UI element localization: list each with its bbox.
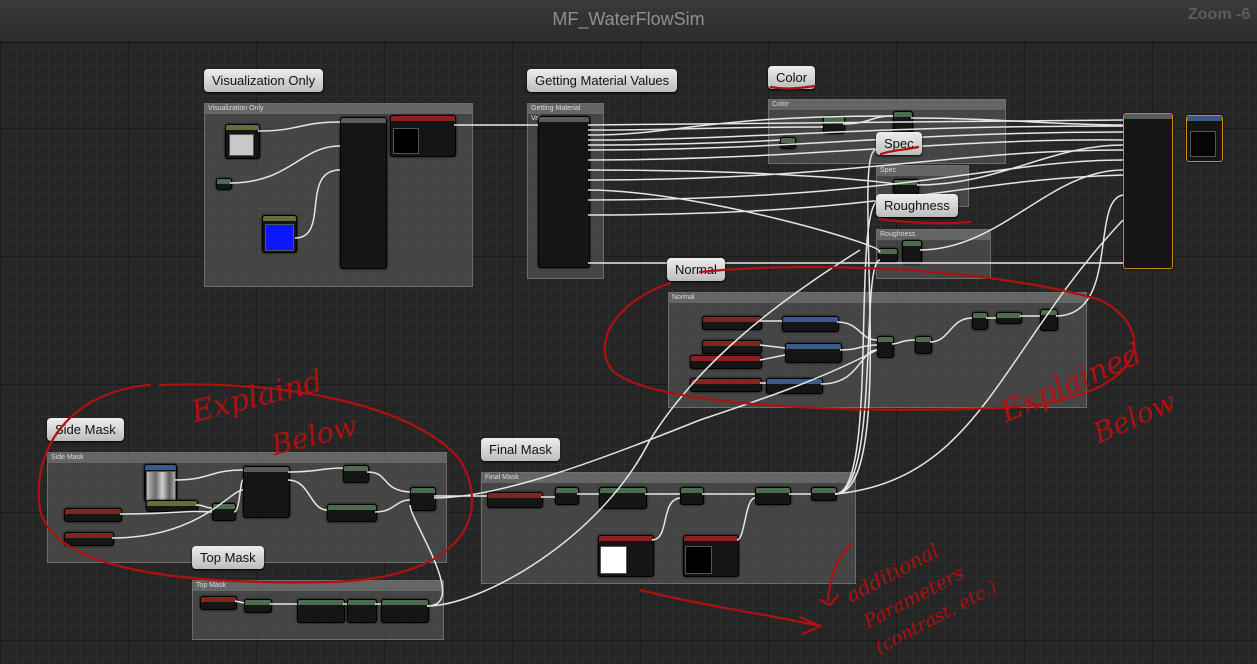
comment-header: Spec: [877, 166, 968, 176]
blue-vector-node[interactable]: [262, 215, 297, 253]
final-clamp-node[interactable]: [599, 487, 647, 509]
input-world-position-final-node[interactable]: [487, 492, 543, 508]
comment-final-mask[interactable]: Final Mask: [481, 472, 856, 584]
normal-blend-node[interactable]: [996, 312, 1022, 324]
output-preview-swatch: [1190, 131, 1216, 157]
color-node-a[interactable]: [780, 137, 796, 149]
black-mask-swatch: [685, 546, 712, 574]
input-side-flow-size-node[interactable]: [64, 508, 122, 522]
scalar-node[interactable]: [216, 178, 232, 190]
roughness-node-a[interactable]: [878, 248, 898, 262]
top-mask-node-b[interactable]: [297, 599, 345, 623]
comment-header: Color: [769, 100, 1005, 110]
black-preview-swatch: [393, 128, 419, 154]
zoom-level: Zoom -6: [1188, 6, 1251, 23]
input-material-node[interactable]: [390, 115, 456, 157]
normal-lerp-node-a[interactable]: [877, 336, 894, 358]
blue-color-swatch: [265, 224, 294, 251]
bubble-color[interactable]: Color: [768, 66, 816, 89]
top-vertex-normal-node[interactable]: [200, 596, 237, 610]
comment-header: Normal: [669, 293, 1086, 303]
bubble-roughness[interactable]: Roughness: [876, 194, 958, 217]
world-aligned-texture-param-node[interactable]: [146, 500, 198, 512]
bubble-visualization-only[interactable]: Visualization Only: [204, 69, 324, 92]
input-side-flow-speed-node[interactable]: [702, 316, 762, 330]
bubble-normal[interactable]: Normal: [667, 258, 725, 281]
comment-header: Visualization Only: [205, 104, 472, 114]
input-water-movement-speed-node[interactable]: [690, 355, 762, 369]
input-world-position-node[interactable]: [64, 532, 114, 546]
comment-header: Top Mask: [193, 581, 443, 591]
mf-sideflow-normal-node[interactable]: [782, 316, 839, 332]
graph-title: MF_WaterFlowSim: [552, 9, 705, 29]
side-mult-node[interactable]: [212, 503, 236, 521]
normal-lerp-node-b[interactable]: [915, 336, 932, 354]
gray-color-swatch: [229, 134, 254, 156]
bubble-getting-material-values[interactable]: Getting Material Values: [527, 69, 678, 92]
break-material-attributes-node[interactable]: [538, 116, 590, 268]
normal-add-node[interactable]: [972, 312, 988, 330]
comment-header: Roughness: [877, 230, 990, 240]
bubble-top-mask[interactable]: Top Mask: [192, 546, 264, 569]
comment-header: Side Mask: [48, 453, 446, 463]
texture-object-node[interactable]: [144, 464, 177, 502]
vector-param-node[interactable]: [225, 124, 260, 159]
graph-title-bar: MF_WaterFlowSim Zoom -6: [0, 0, 1257, 43]
input-blend-amount-node[interactable]: [683, 535, 739, 577]
comment-header: Final Mask: [482, 473, 855, 483]
top-mask-node-d[interactable]: [381, 599, 429, 623]
final-multiply-node-b[interactable]: [680, 487, 704, 505]
texture-preview: [146, 471, 176, 501]
input-world-opacity-node[interactable]: [598, 535, 654, 577]
white-preview-swatch: [600, 546, 627, 574]
side-flow-intensity-node[interactable]: [327, 504, 377, 522]
output-make-material-node[interactable]: [1123, 113, 1173, 269]
bubble-side-mask[interactable]: Side Mask: [47, 418, 124, 441]
top-mask-node-c[interactable]: [347, 599, 377, 623]
bubble-final-mask[interactable]: Final Mask: [481, 438, 560, 461]
output-material-node[interactable]: [1186, 115, 1223, 162]
top-mask-node-a[interactable]: [244, 599, 272, 613]
mf-topripple-normal-node[interactable]: [785, 343, 842, 363]
final-multiply-node[interactable]: [555, 487, 579, 505]
make-material-attributes-node[interactable]: [340, 117, 387, 269]
side-multiply-node[interactable]: [343, 465, 369, 483]
side-lerp-node[interactable]: [410, 487, 436, 511]
world-aligned-texture-node[interactable]: [243, 466, 290, 518]
final-step-node[interactable]: [755, 487, 791, 505]
